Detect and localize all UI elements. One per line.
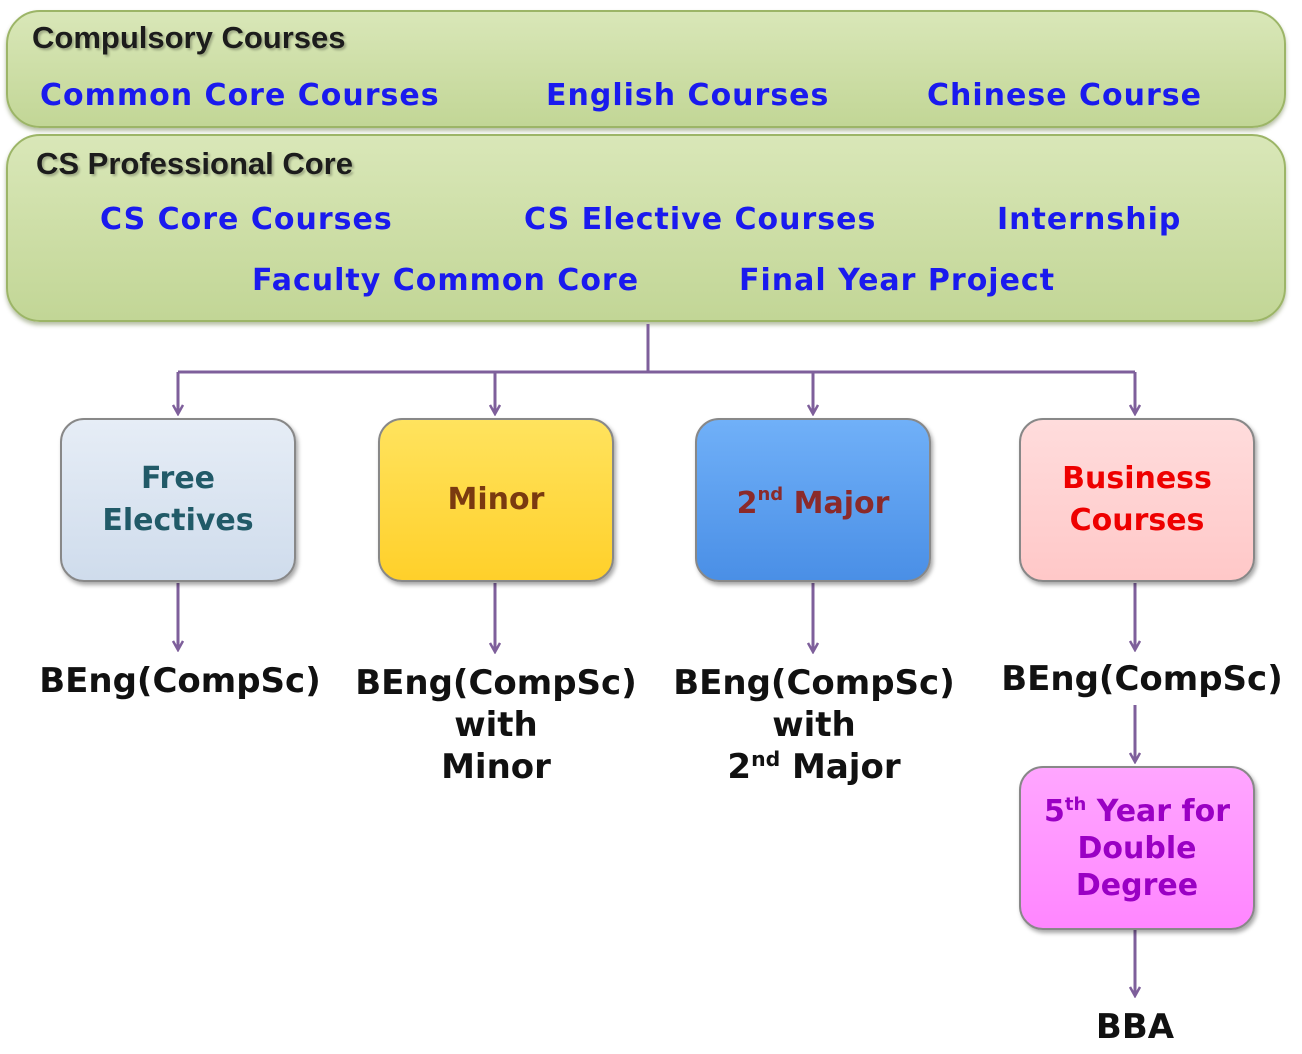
business-line1: Business [1062, 461, 1212, 496]
degree-bba: BBA [1095, 1007, 1175, 1047]
degree-major-line1: BEng(CompSc) [673, 663, 955, 703]
degree-minor-line2: with [454, 705, 538, 745]
degree-minor-line1: BEng(CompSc) [355, 663, 637, 703]
fifth-year-sup: th [1064, 793, 1087, 815]
degree-major-rest: Major [780, 747, 901, 787]
minor-box: Minor [378, 418, 614, 582]
fifth-year-num: 5 [1044, 793, 1065, 829]
compulsory-courses-title: Compulsory Courses [32, 20, 346, 55]
second-major-num: 2 [736, 486, 758, 521]
degree-major: BEng(CompSc) with 2nd Major [664, 662, 964, 788]
degree-major-line2: with [772, 705, 856, 745]
faculty-common-core: Faculty Common Core [252, 263, 640, 298]
compulsory-courses-panel [6, 10, 1286, 128]
second-major-sup: nd [757, 484, 784, 505]
fifth-year-rest: Year for [1086, 793, 1230, 829]
final-year-project: Final Year Project [739, 263, 1056, 298]
free-electives-line2: Electives [102, 503, 254, 538]
cs-professional-core-title: CS Professional Core [36, 146, 353, 181]
cs-elective-courses: CS Elective Courses [524, 202, 877, 237]
fifth-year-box: 5th Year for Double Degree [1019, 766, 1255, 930]
degree-major-num: 2 [727, 747, 752, 787]
degree-major-sup: nd [751, 747, 781, 771]
business-line2: Courses [1069, 503, 1205, 538]
cs-professional-core-panel [6, 134, 1286, 322]
fifth-year-line3: Degree [1075, 867, 1199, 903]
chinese-course: Chinese Course [927, 78, 1202, 113]
internship: Internship [997, 202, 1182, 237]
english-courses: English Courses [546, 78, 830, 113]
fifth-year-line2: Double [1077, 830, 1197, 866]
degree-minor: BEng(CompSc) with Minor [346, 662, 646, 788]
business-courses-box: Business Courses [1019, 418, 1255, 582]
free-electives-box: Free Electives [60, 418, 296, 582]
degree-minor-line3: Minor [441, 747, 551, 787]
degree-business: BEng(CompSc) [1001, 659, 1283, 699]
second-major-rest: Major [783, 486, 890, 521]
free-electives-line1: Free [140, 461, 216, 496]
common-core-courses: Common Core Courses [40, 78, 440, 113]
degree-free: BEng(CompSc) [39, 661, 321, 701]
second-major-box: 2nd Major [695, 418, 931, 582]
minor-label: Minor [447, 482, 545, 517]
cs-core-courses: CS Core Courses [100, 202, 393, 237]
